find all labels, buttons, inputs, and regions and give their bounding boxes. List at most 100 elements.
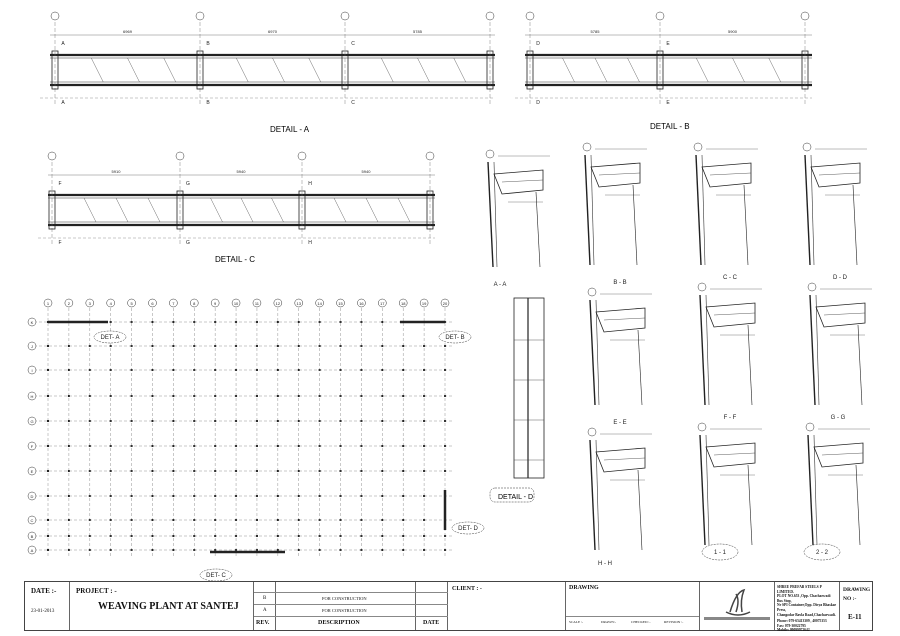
date-value: 23-01-2013 [31, 609, 55, 614]
section-view: C - C [697, 275, 762, 406]
grid-bubble [802, 142, 812, 152]
bracing [147, 197, 161, 223]
line [603, 457, 646, 461]
grid-bubble [27, 416, 37, 426]
callout-label: DET- C [206, 573, 226, 579]
line [598, 172, 641, 176]
section-title: D - D [833, 275, 848, 281]
grid-bubble [43, 298, 53, 308]
canopy-bracket [590, 162, 641, 188]
column [855, 464, 861, 546]
grid-bubble-label: 1 [47, 301, 50, 306]
address-line: Changodar Bavla Road,Chacharwadi. [777, 612, 836, 617]
column-mark [67, 495, 70, 497]
grid-bubble [336, 298, 345, 308]
grid-bubble-label: D [31, 494, 34, 499]
line [705, 434, 710, 546]
column-mark [172, 495, 175, 497]
column-mark [67, 470, 70, 472]
canopy-bracket [701, 162, 752, 188]
grid-bubble [340, 11, 350, 21]
column-mark [276, 395, 279, 397]
column-mark [381, 321, 384, 323]
column-mark [402, 495, 405, 497]
column [196, 50, 204, 90]
grid-bubble [47, 151, 57, 161]
column-mark [172, 519, 175, 521]
column-mark [47, 345, 49, 347]
column-mark [297, 535, 300, 537]
section-marker: C [351, 41, 355, 47]
column-mark [151, 395, 154, 397]
grid-bubble-label: 4 [110, 301, 113, 306]
line [595, 299, 600, 406]
grid-bubble [27, 341, 37, 351]
column-mark [276, 420, 279, 422]
column-mark [172, 395, 175, 397]
grid-bubble [805, 422, 815, 432]
column [632, 184, 638, 266]
column-mark [172, 549, 175, 551]
drawing-label: DRAWING [569, 585, 599, 591]
grid-bubble [800, 11, 810, 21]
column-mark [67, 420, 70, 422]
grid-bubble [27, 391, 37, 401]
drawn-label: DRAWN:- [601, 620, 617, 624]
column-mark [47, 535, 49, 537]
column [589, 299, 596, 406]
section-title: H - H [598, 561, 612, 567]
grid-bubble-label: 14 [317, 301, 322, 306]
grid-bubble [27, 441, 37, 451]
column-mark [276, 519, 279, 521]
grid-bubble [127, 298, 136, 308]
bracing [333, 197, 347, 223]
address-line: PLOT NO.653 ,Opp. Chacharwadi Bus Stop, [777, 594, 831, 603]
column-mark [47, 445, 49, 447]
callout-label: DET- A [100, 335, 119, 341]
drawing-no: E-11 [848, 613, 862, 621]
line [821, 452, 864, 456]
grid-bubble [50, 11, 60, 21]
grid-bubble [210, 298, 220, 308]
rev-header: REV. [256, 620, 270, 626]
column-mark [172, 420, 175, 422]
column [857, 324, 863, 406]
column-mark [276, 470, 279, 472]
column-mark [297, 420, 300, 422]
bracing [594, 57, 608, 83]
section-marker: H [308, 181, 312, 187]
section-title: A - A [494, 282, 507, 288]
rev-date-header: DATE [423, 620, 440, 626]
grid-bubble [231, 298, 241, 308]
company-mobile: Mobile: 09099972642 [777, 628, 810, 633]
grid-bubble-label: 13 [297, 301, 302, 306]
project-name: WEAVING PLANT AT SANTEJ [98, 601, 239, 612]
grid-bubble [485, 149, 495, 159]
section-marker: D [536, 41, 540, 47]
section-marker: E [666, 100, 670, 106]
detail-d-cloud [489, 487, 535, 503]
column [747, 464, 753, 546]
canopy-bracket [595, 307, 646, 333]
bracing [696, 57, 709, 83]
line [705, 294, 710, 406]
bracing [240, 197, 254, 223]
column-mark [151, 445, 154, 447]
grid-bubble [357, 298, 366, 308]
grid-bubble-label: 6 [151, 301, 154, 306]
line [713, 312, 756, 316]
canopy-bracket [810, 162, 861, 188]
column [699, 434, 706, 546]
column-mark [151, 495, 154, 497]
section-view [485, 149, 550, 268]
column [637, 469, 643, 551]
grid-bubble [27, 317, 37, 327]
column [695, 154, 702, 266]
column-mark [276, 535, 279, 537]
column [747, 324, 753, 406]
column [51, 50, 59, 90]
column-mark [276, 369, 279, 371]
bracing [163, 57, 176, 83]
section-view: F - F [697, 415, 762, 546]
